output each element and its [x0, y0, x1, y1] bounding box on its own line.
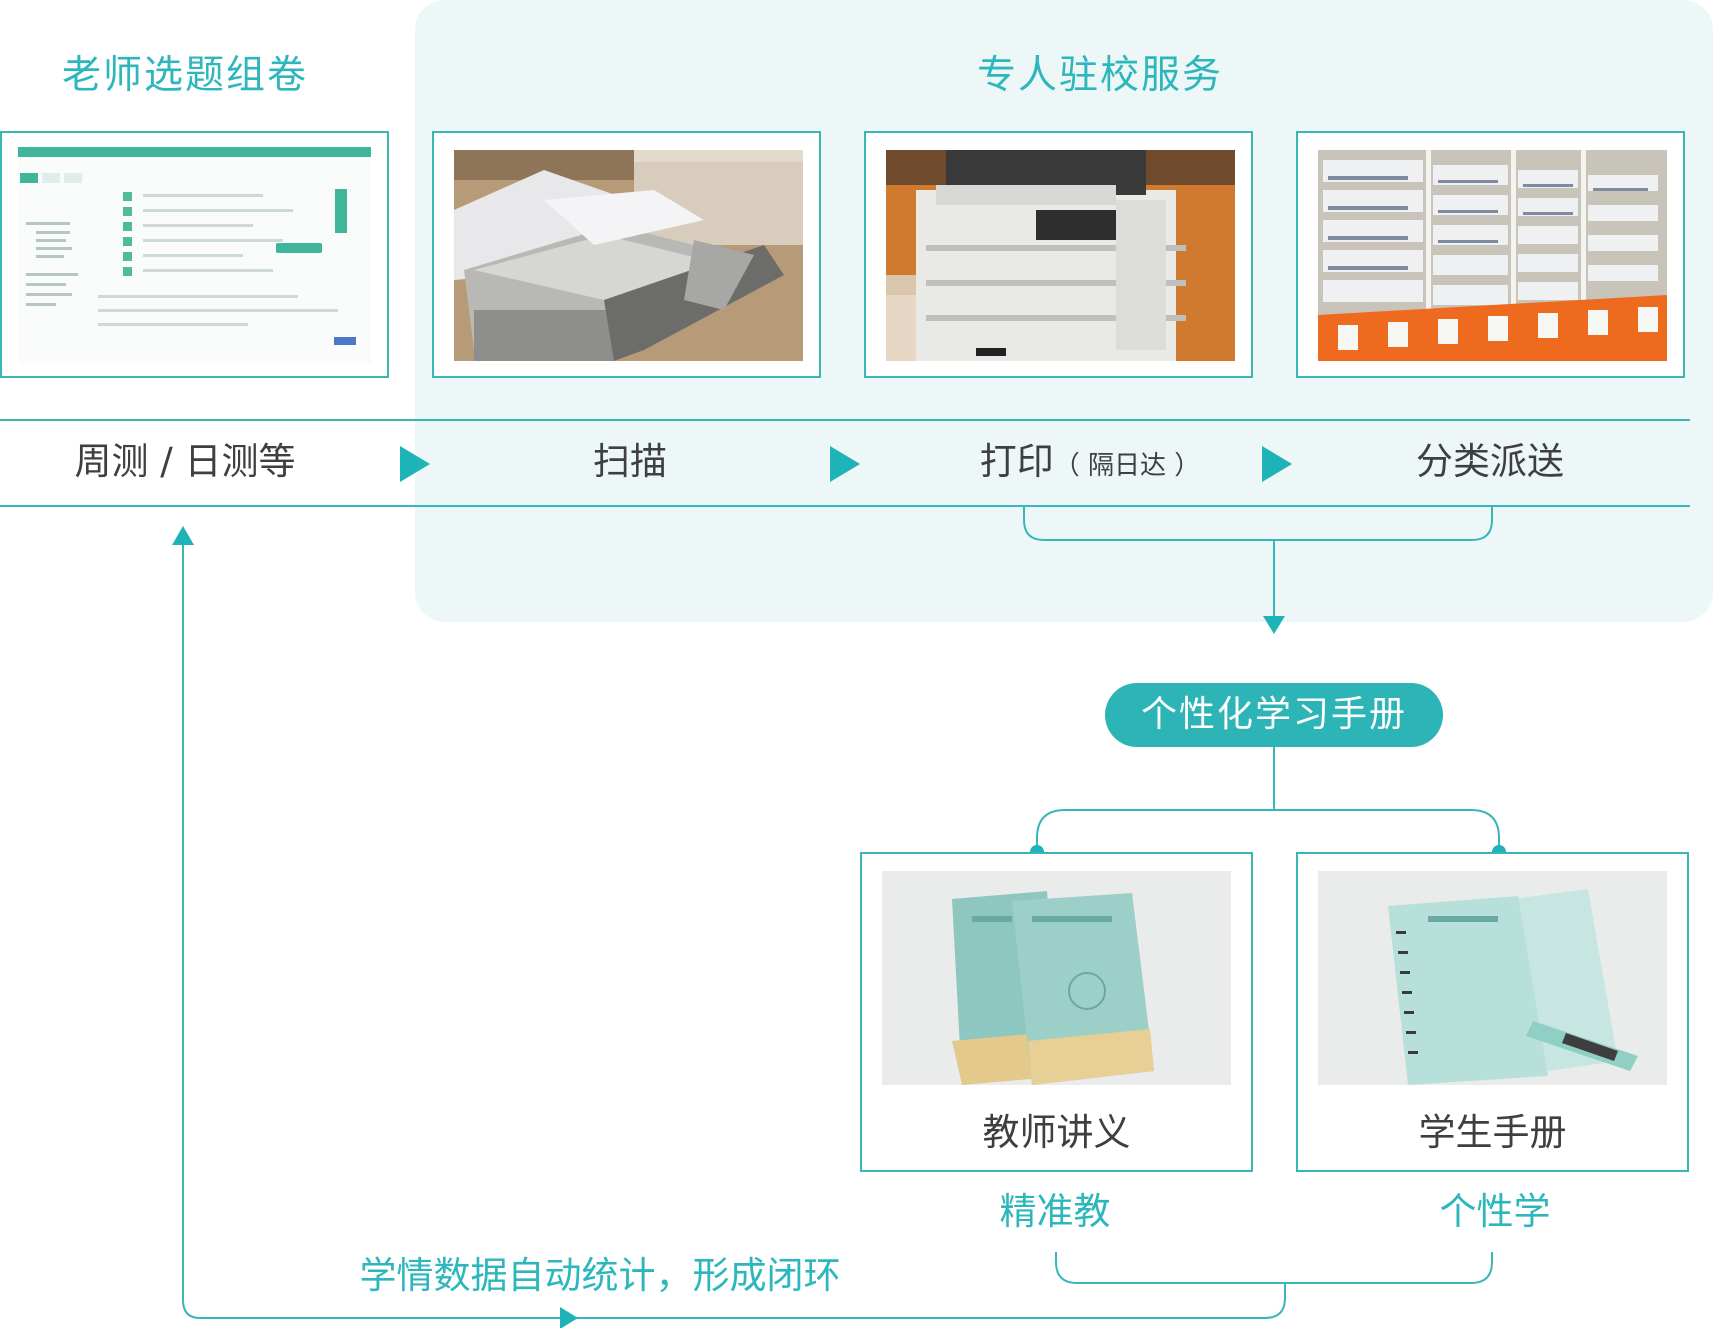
- heading-onsite-service: 专人驻校服务: [976, 53, 1223, 98]
- personalized-handbook-pill: 个性化学习手册: [1105, 683, 1443, 747]
- step-scan: 扫描: [593, 440, 667, 483]
- step-print-note: （ 隔日达 ）: [1053, 451, 1201, 481]
- scanner-illustration: [454, 150, 803, 361]
- step-weekly-test: 周测 / 日测等: [74, 440, 296, 483]
- exam-builder-frame: [0, 131, 389, 378]
- play-arrow-icon: [830, 446, 860, 482]
- process-bottom-rule: [0, 505, 1690, 507]
- exam-builder-illustration: [18, 147, 371, 364]
- step-print: 打印（ 隔日达 ）: [930, 432, 1250, 492]
- shelves-photo: [1318, 150, 1667, 361]
- play-arrow-icon: [400, 446, 430, 482]
- printer-photo: [886, 150, 1235, 361]
- bracket-print-sort: [1023, 505, 1493, 541]
- student-handbook-card: 学生手册: [1296, 852, 1689, 1172]
- arrow-up-icon: [172, 526, 194, 545]
- exam-builder-screenshot: [18, 147, 371, 364]
- teacher-handout-card: 教师讲义: [860, 852, 1253, 1172]
- student-handbook-photo: [1318, 871, 1667, 1085]
- feedback-loop-line: [182, 540, 1286, 1319]
- printer-frame: [864, 131, 1253, 378]
- scanner-photo: [454, 150, 803, 361]
- handout-illustration: [882, 871, 1231, 1085]
- teacher-handout-label: 教师讲义: [982, 1111, 1131, 1154]
- process-top-rule: [0, 419, 1690, 421]
- caption-precise-teaching: 精准教: [999, 1190, 1111, 1233]
- arrow-down-icon: [1263, 616, 1285, 634]
- bracket-captions: [1055, 1252, 1493, 1284]
- shelves-frame: [1296, 131, 1685, 378]
- play-arrow-icon: [1262, 446, 1292, 482]
- step-print-label: 打印: [979, 440, 1054, 483]
- shelves-illustration: [1318, 150, 1667, 361]
- student-handbook-label: 学生手册: [1418, 1111, 1567, 1154]
- closed-loop-text: 学情数据自动统计，形成闭环: [359, 1254, 841, 1297]
- step-sort-deliver: 分类派送: [1416, 440, 1564, 483]
- printer-illustration: [886, 150, 1235, 361]
- handbook-illustration: [1318, 871, 1667, 1085]
- scanner-frame: [432, 131, 821, 378]
- arrow-left-icon: [560, 1307, 578, 1328]
- heading-teacher-paper: 老师选题组卷: [61, 53, 308, 98]
- split-connector: [1036, 809, 1500, 852]
- teacher-handout-photo: [882, 871, 1231, 1085]
- caption-personal-learning: 个性学: [1439, 1190, 1551, 1233]
